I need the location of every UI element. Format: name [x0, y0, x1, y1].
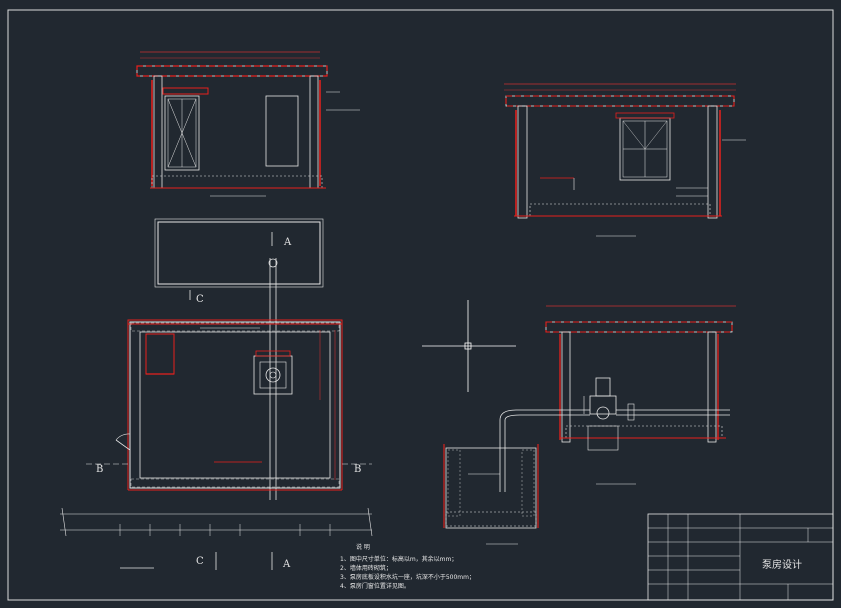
- note-item-3: 3、泵房底板设积水坑一座，坑深不小于500mm；: [340, 573, 475, 581]
- section-view-top-right: [504, 83, 746, 237]
- section-view-top-left: [136, 51, 360, 197]
- ground-line: [60, 507, 373, 570]
- pump-motor: [595, 377, 611, 397]
- section-mark-a-bottom: A: [282, 559, 291, 570]
- section-mark-a-top: A: [283, 237, 292, 248]
- section-mark-b-right: B: [354, 464, 361, 475]
- door-elevation: [164, 95, 200, 171]
- note-item-4: 4、泵房门窗位置详见图。: [340, 582, 410, 590]
- cad-crosshair-cursor: [422, 300, 516, 392]
- plan-view: [86, 218, 372, 500]
- sheet-border: [7, 9, 834, 601]
- suction-well: [445, 447, 537, 529]
- section-mark-b-left: B: [96, 464, 103, 475]
- note-item-1: 1、图中尺寸单位：标高以m，其余以mm；: [340, 555, 457, 563]
- note-item-2: 2、墙体用砖砌筑；: [340, 564, 392, 572]
- section-view-pump: [443, 305, 736, 545]
- drawing-title: 泵房设计: [762, 558, 802, 571]
- section-mark-c-top: C: [196, 294, 204, 305]
- section-mark-c-bottom: C: [196, 556, 204, 567]
- notes-heading: 说 明: [356, 543, 370, 551]
- title-block: 泵房设计: [647, 513, 834, 601]
